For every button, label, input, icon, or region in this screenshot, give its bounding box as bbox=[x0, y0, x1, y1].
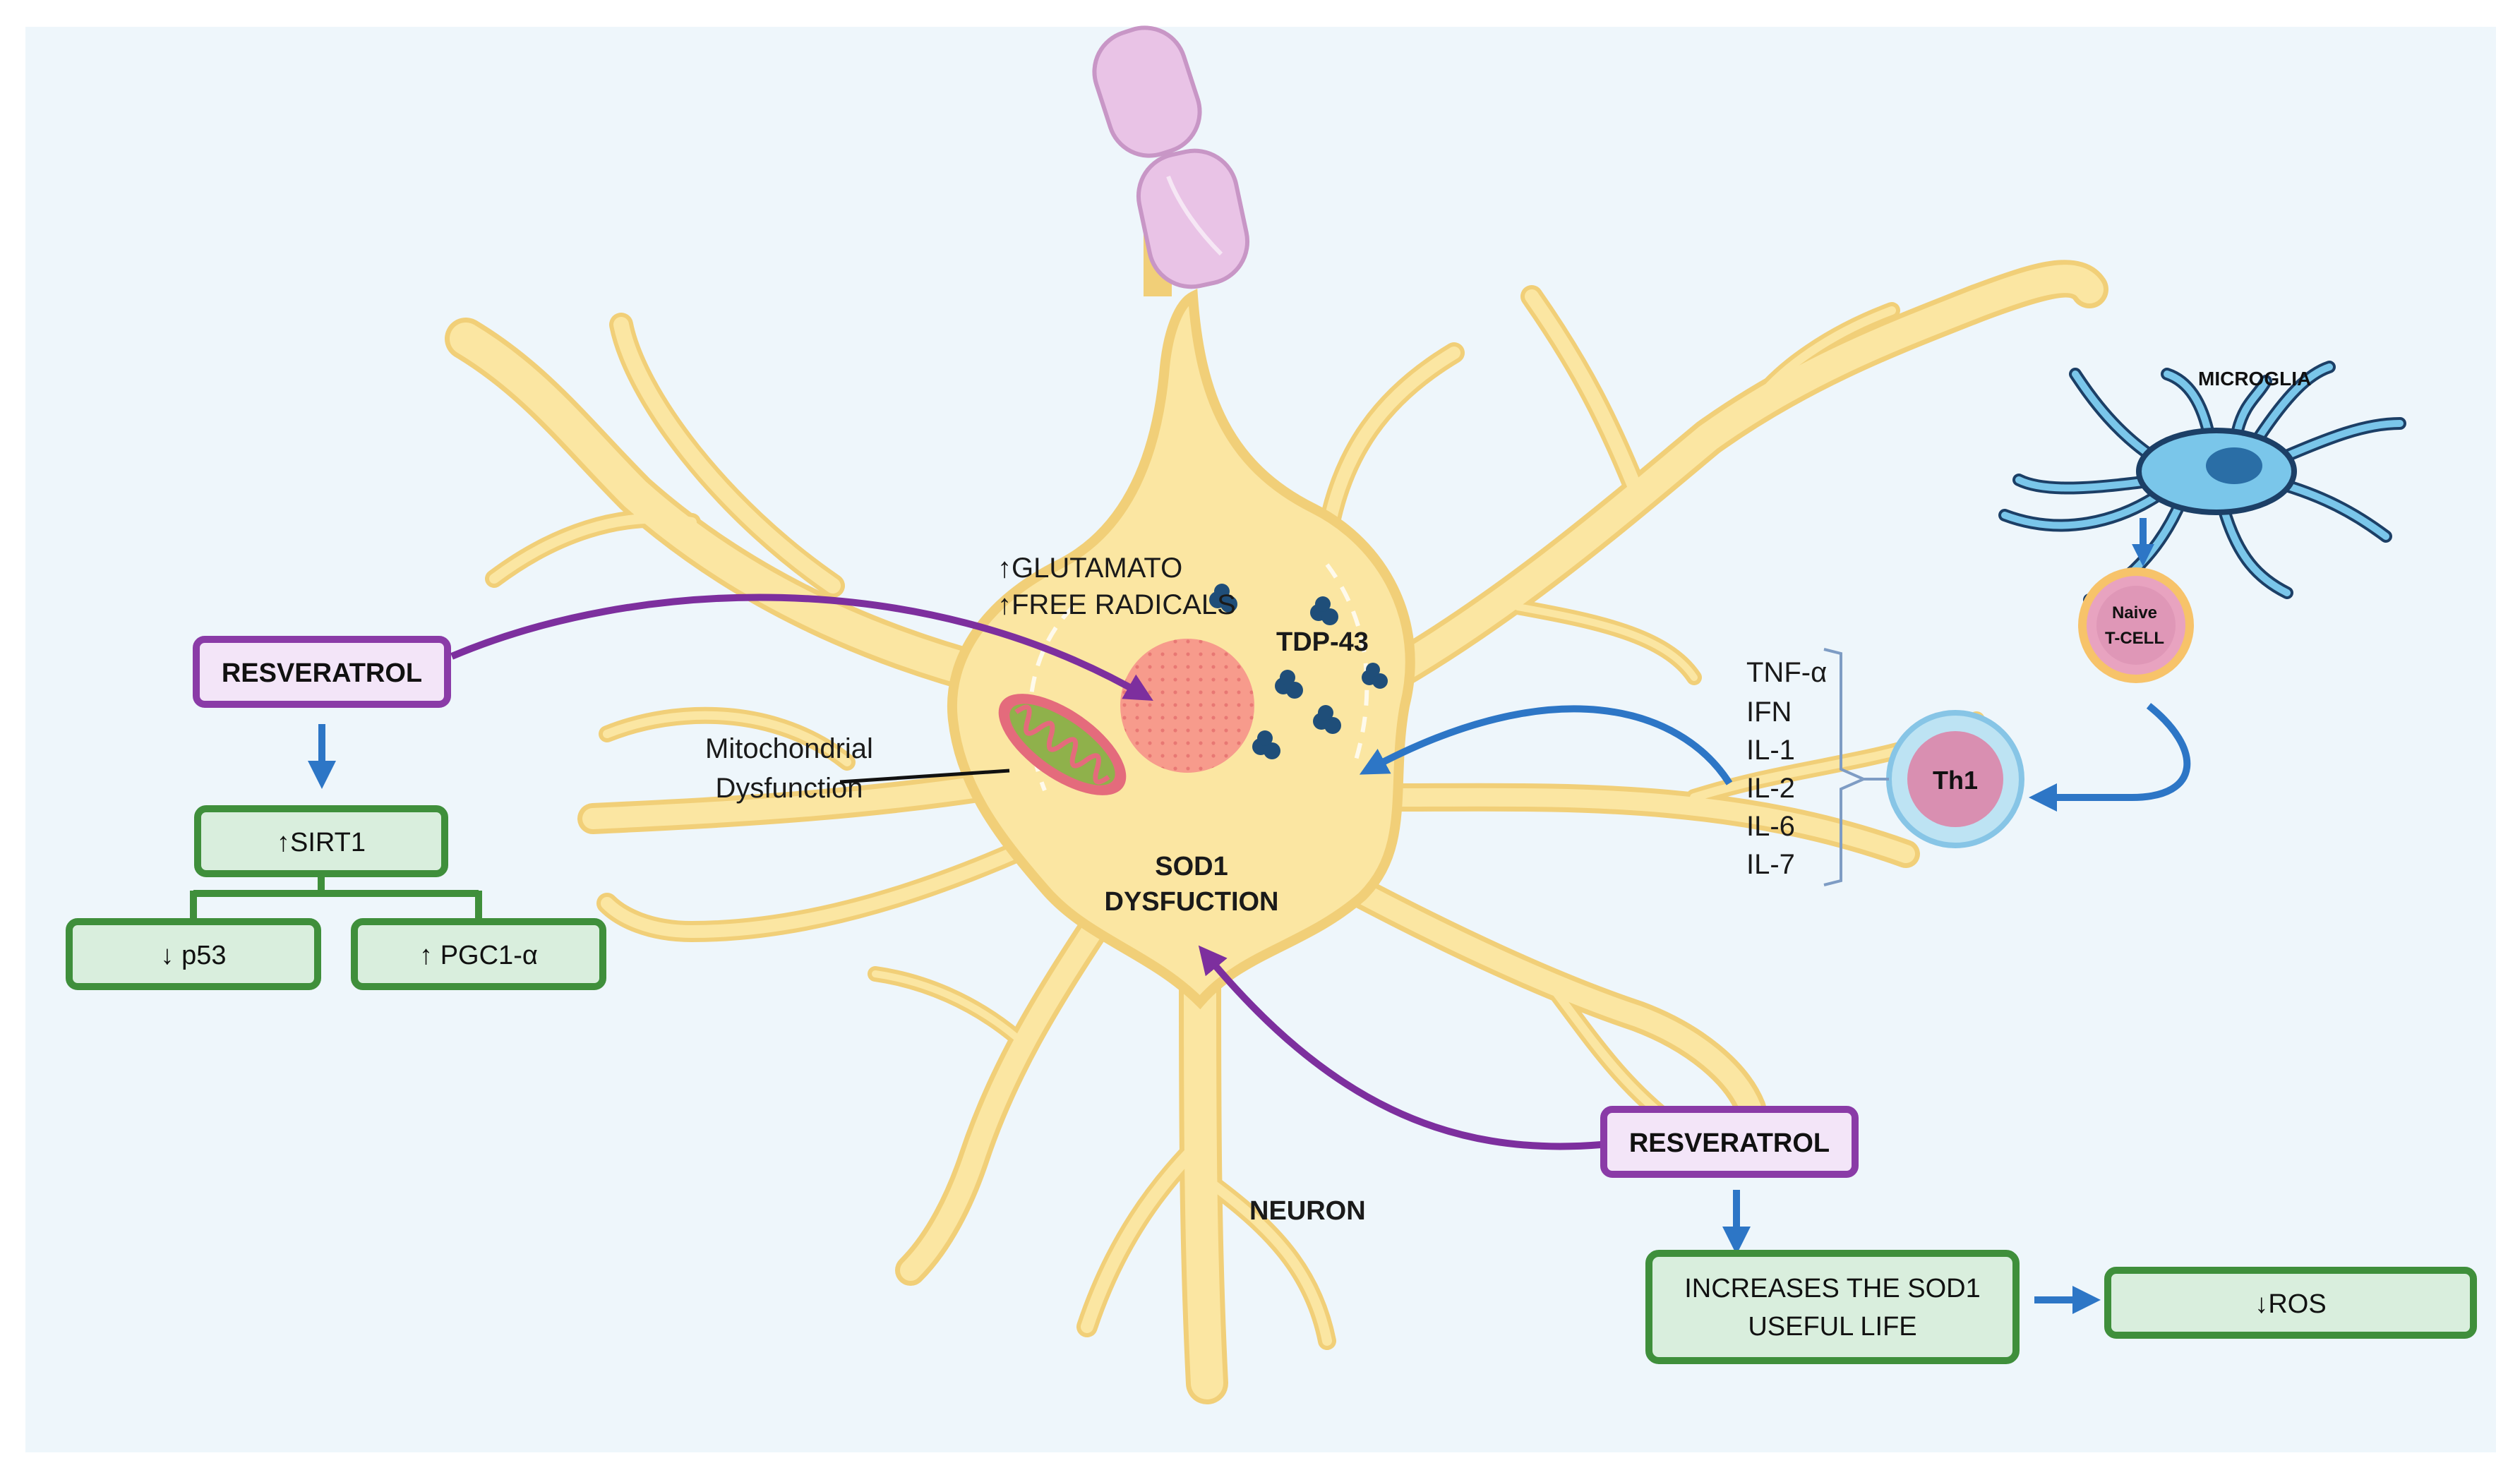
neuron-cell bbox=[445, 25, 2108, 1404]
free-radicals-label: ↑FREE RADICALS bbox=[997, 589, 1236, 620]
tdp43-label: TDP-43 bbox=[1276, 627, 1369, 657]
cytokine-list: TNF-α IFN IL-1 IL-2 IL-6 IL-7 bbox=[1746, 657, 1827, 880]
ros-box[interactable]: ↓ROS bbox=[2104, 1267, 2477, 1339]
neuron-label: NEURON bbox=[1249, 1196, 1366, 1226]
left-resveratrol-arrow bbox=[450, 594, 1153, 701]
sirt1-label: ↑SIRT1 bbox=[277, 828, 366, 857]
tdp43-aggregates bbox=[1209, 584, 1388, 759]
naive-tcell-line1: Naive bbox=[2112, 603, 2157, 622]
pgc1-box[interactable]: ↑ PGC1-α bbox=[351, 918, 606, 990]
th1-cell bbox=[1886, 710, 2024, 848]
cytokines-to-neuron-arrow bbox=[1359, 705, 1733, 785]
sod1-life-line2: USEFUL LIFE bbox=[1748, 1312, 1916, 1342]
sod1-life-line1: INCREASES THE SOD1 bbox=[1684, 1274, 1981, 1303]
sod1-label-line2: DYSFUCTION bbox=[1105, 887, 1279, 917]
cytokine-item: IL-7 bbox=[1746, 849, 1795, 880]
axon-myelin bbox=[1092, 25, 1250, 296]
left-resveratrol-box[interactable]: RESVERATROL bbox=[193, 636, 451, 708]
microglia-cell bbox=[1998, 361, 2406, 606]
sirt1-branch-connector bbox=[190, 875, 482, 922]
mito-label-line1: Mitochondrial bbox=[705, 733, 873, 764]
sod1-life-box[interactable]: INCREASES THE SOD1 USEFUL LIFE bbox=[1645, 1250, 2020, 1364]
cytokine-item: TNF-α bbox=[1746, 657, 1827, 688]
cytokine-item: IFN bbox=[1746, 697, 1792, 728]
right-resveratrol-label: RESVERATROL bbox=[1629, 1128, 1830, 1158]
cytokine-item: IL-6 bbox=[1746, 811, 1795, 842]
pgc1-label: ↑ PGC1-α bbox=[419, 941, 538, 970]
cytokine-item: IL-1 bbox=[1746, 735, 1795, 766]
mitochondrion-icon bbox=[998, 694, 1127, 795]
naive-tcell bbox=[2078, 567, 2194, 683]
p53-box[interactable]: ↓ p53 bbox=[66, 918, 321, 990]
naive-tcell-line2: T-CELL bbox=[2105, 629, 2164, 648]
right-resveratrol-arrow bbox=[1198, 945, 1602, 1150]
right-resveratrol-box[interactable]: RESVERATROL bbox=[1600, 1106, 1859, 1178]
p53-label: ↓ p53 bbox=[161, 941, 227, 970]
glutamate-label: ↑GLUTAMATO bbox=[997, 553, 1182, 584]
tcell-to-th1-arrow bbox=[2029, 703, 2191, 812]
sirt1-box[interactable]: ↑SIRT1 bbox=[194, 805, 448, 877]
microglia-label: MICROGLIA bbox=[2198, 368, 2311, 390]
left-resveratrol-label: RESVERATROL bbox=[222, 658, 422, 688]
mito-label-line2: Dysfunction bbox=[716, 773, 863, 804]
mito-pointer-line bbox=[839, 769, 1010, 784]
cytokine-item: IL-2 bbox=[1746, 773, 1795, 804]
th1-label: Th1 bbox=[1933, 766, 1978, 795]
sod1-label-line1: SOD1 bbox=[1155, 852, 1228, 881]
ros-label: ↓ROS bbox=[2255, 1289, 2326, 1319]
